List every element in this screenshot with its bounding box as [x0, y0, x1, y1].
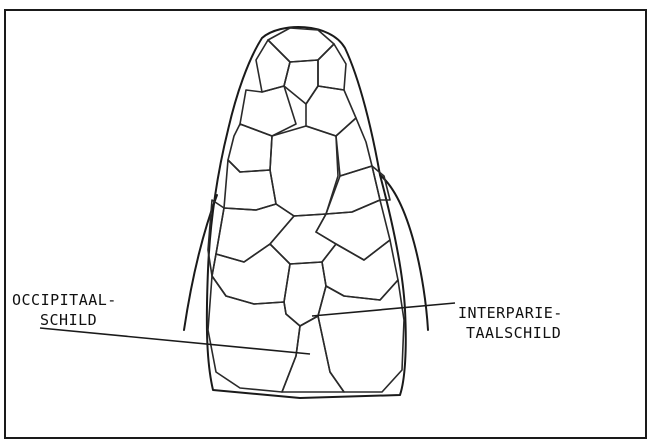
- head-outline: [207, 27, 406, 398]
- rostral-scale: [268, 28, 334, 62]
- supraocular-left-2: [224, 160, 276, 210]
- occipital-label-line1: OCCIPITAAL-: [12, 291, 117, 309]
- interparietal-scale: [284, 262, 326, 326]
- occipital-leader-line: [40, 328, 310, 354]
- figure-frame: [5, 10, 646, 438]
- jaw-lines: [184, 175, 428, 330]
- supraocular-right-2: [326, 166, 380, 214]
- head-scales: [208, 28, 404, 392]
- interparietal-label-line1: INTERPARIE-: [458, 304, 563, 322]
- frontonasal-scale: [284, 60, 318, 104]
- interparietal-label-line2: TAALSCHILD: [466, 324, 561, 342]
- supraocular-left-1: [228, 124, 272, 172]
- occipital-right: [318, 280, 404, 392]
- occipital-label-line2: SCHILD: [40, 311, 97, 329]
- postparietal-scale: [282, 316, 344, 392]
- interparietal-leader-line: [312, 303, 455, 316]
- frontal-scale: [270, 126, 338, 216]
- parietal-left: [212, 244, 290, 304]
- internasal-scale-right: [318, 44, 346, 90]
- prefrontal-scale-left: [240, 86, 296, 136]
- occipital-left: [208, 276, 300, 392]
- frontoparietal-left: [216, 204, 294, 262]
